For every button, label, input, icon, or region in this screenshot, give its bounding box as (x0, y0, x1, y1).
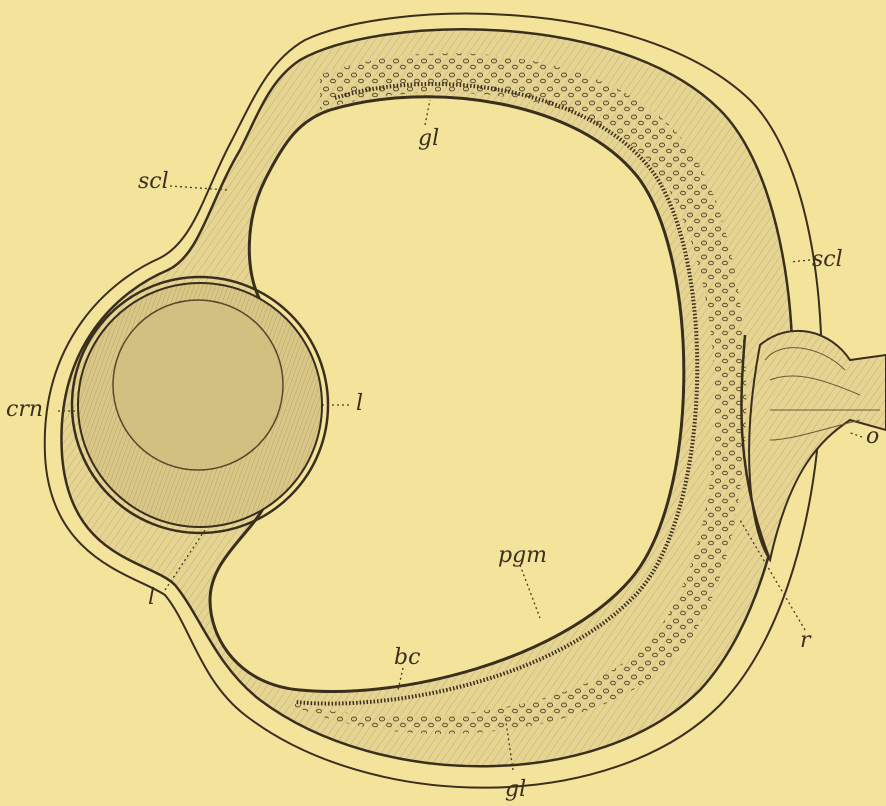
label-pgm: pgm (498, 543, 547, 568)
label-r: r (800, 628, 812, 653)
label-crn: crn (6, 397, 43, 422)
label-scl-left: scl (138, 169, 169, 194)
label-l-lower: l (148, 585, 155, 610)
label-gl-bottom: gl (505, 777, 526, 802)
label-o: o (866, 424, 879, 449)
label-l-lens: l (356, 391, 363, 416)
label-gl-top: gl (418, 126, 439, 151)
label-scl-right: scl (812, 247, 843, 272)
lens-nucleus (113, 300, 283, 470)
label-bc: bc (394, 645, 420, 670)
